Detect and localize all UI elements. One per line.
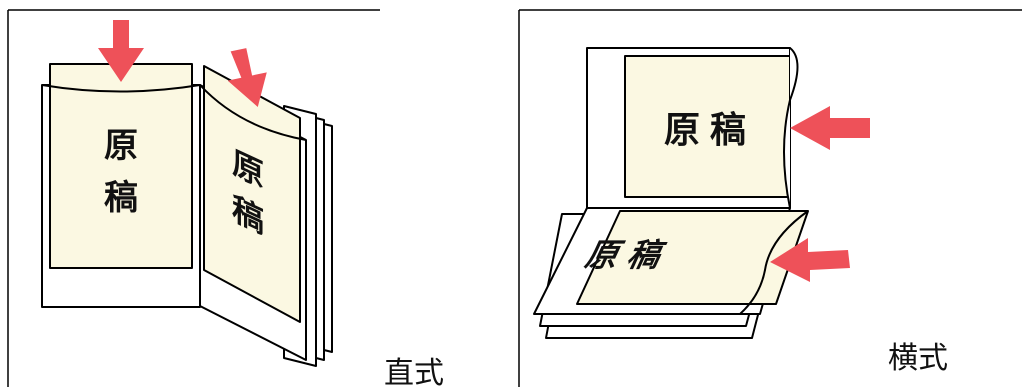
top-insert-arrow (790, 106, 870, 150)
bottom-original-sheet (576, 210, 809, 305)
horizontal-caption: 横式 (888, 341, 948, 376)
left-original-label-line2: 稿 (104, 178, 138, 218)
right-sleeve-opening (199, 84, 307, 141)
horizontal-panel (533, 47, 809, 339)
right-original-sheet (203, 65, 301, 323)
left-original-label-line1: 原 (104, 126, 138, 166)
left-original-sheet (49, 63, 193, 269)
bottom-sleeve-opening (739, 210, 809, 315)
right-insert-arrow (227, 48, 267, 107)
top-sleeve-opening (783, 47, 799, 209)
left-sleeve-opening (41, 84, 201, 93)
left-insert-arrow (98, 20, 144, 82)
vertical-caption: 直式 (384, 356, 444, 387)
top-original-label: 原稿 (664, 110, 756, 151)
top-original-sheet (624, 55, 791, 198)
vertical-panel (41, 63, 333, 367)
table-frame (7, 9, 1022, 387)
bottom-original-label: 原稿 (582, 236, 674, 274)
bottom-insert-arrow (770, 238, 850, 282)
